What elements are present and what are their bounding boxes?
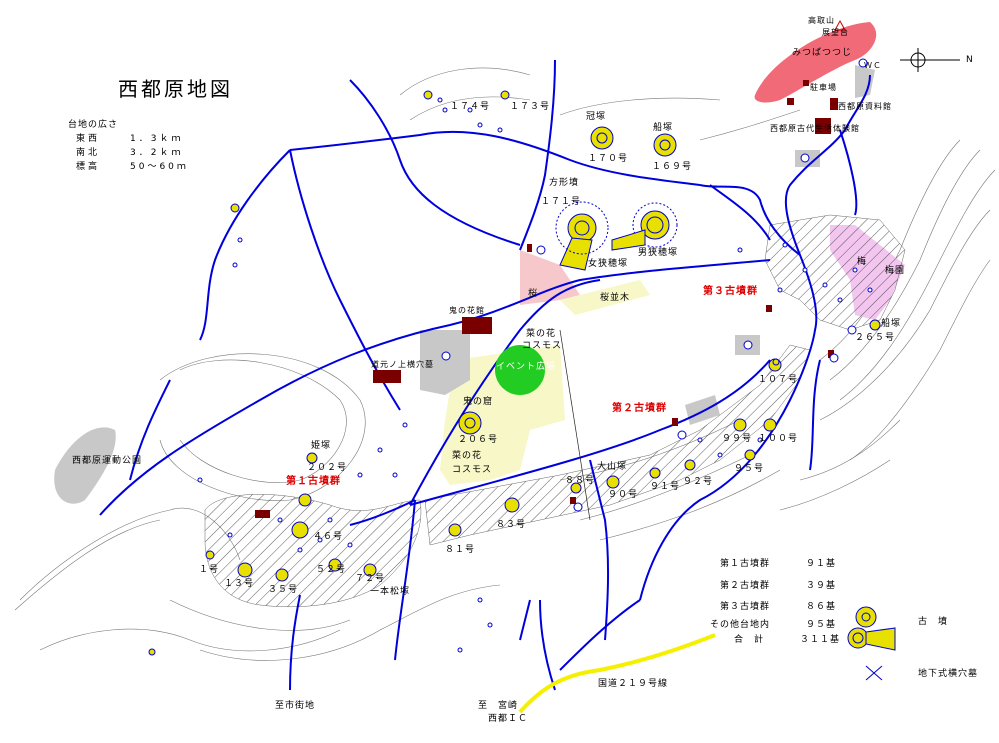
tomb-label: ８１号 xyxy=(445,545,476,555)
tomb-label: １７４号 xyxy=(450,102,491,112)
legend-count: ３９基 xyxy=(806,581,837,591)
sakura-namiki-label: 桜並木 xyxy=(600,293,631,303)
compass-north: N xyxy=(966,55,974,65)
nanohana-label: 菜の花 xyxy=(452,451,483,461)
tsutsuji-label: みつばつつじ xyxy=(792,48,853,58)
takatori-yama-label: 高取山 xyxy=(808,16,835,25)
area-row-label: 南北 xyxy=(76,148,101,158)
observatory-icon xyxy=(834,19,846,31)
sakura-label: 桜 xyxy=(528,289,539,299)
wc-label: ＷＣ xyxy=(864,61,882,70)
tomb-label: １号 xyxy=(199,565,220,575)
legend-label: 第１古墳群 xyxy=(720,559,771,569)
legend-label: その他台地内 xyxy=(710,620,771,630)
area-row-value: 1．3ｋｍ xyxy=(130,134,184,144)
tomb-label: ２６５号 xyxy=(855,333,896,343)
tomb-label: ９９号 xyxy=(722,434,753,444)
to-miyazaki-label: 至 宮崎 xyxy=(478,701,519,711)
tomb-label: ９０号 xyxy=(608,490,639,500)
tomb-label: １００号 xyxy=(758,434,799,444)
legend-yokoana-label: 地下式横穴墓 xyxy=(918,669,979,679)
undokoen-label: 西都原運動公園 xyxy=(72,456,143,466)
wc-markers xyxy=(441,58,868,512)
mitsuba-tsutsuji-area xyxy=(754,22,877,103)
tomb-label: 船塚 xyxy=(653,123,674,133)
ume-label: 梅 xyxy=(857,257,868,267)
tomb-label: 船塚 xyxy=(881,319,902,329)
cosmos-label: コスモス xyxy=(522,341,563,351)
oni-no-iwaya-label: 鬼の窟 xyxy=(463,397,494,407)
tomb-label: ８８号 xyxy=(565,476,596,486)
tomb-label: １７３号 xyxy=(510,102,551,112)
tomb-label: ９２号 xyxy=(683,477,714,487)
tomb-label: 方形墳 xyxy=(549,178,580,188)
cosmos-label: コスモス xyxy=(452,465,493,475)
tomb-label: １３号 xyxy=(224,579,255,589)
roads xyxy=(99,59,871,691)
group-1-label: 第１古墳群 xyxy=(286,476,341,487)
buildings xyxy=(255,80,838,518)
area-row-label: 標高 xyxy=(76,162,101,172)
tomb-label: 大山塚 xyxy=(597,462,628,472)
compass-icon xyxy=(900,48,960,72)
group-3-label: 第３古墳群 xyxy=(703,286,758,297)
national-route-219 xyxy=(518,633,716,714)
group-2-label: 第２古墳群 xyxy=(612,403,667,414)
legend-count: ９１基 xyxy=(806,559,837,569)
observatory-label: 展望台 xyxy=(822,28,849,37)
area-row-value: 50～60ｍ xyxy=(130,162,189,172)
oni-no-iwaya-number: ２０６号 xyxy=(458,435,499,445)
oni-no-hanakan-label: 鬼の花館 xyxy=(449,306,485,315)
area-heading: 台地の広さ xyxy=(68,120,119,130)
tomb-label: 一本松塚 xyxy=(370,587,411,597)
small-tomb-dots xyxy=(197,97,873,653)
legend-label: 合 計 xyxy=(734,635,765,645)
tomb-label: ７２号 xyxy=(355,574,386,584)
tomb-label: １７１号 xyxy=(541,197,582,207)
path-line xyxy=(559,329,591,521)
sakura-namiki-area xyxy=(560,280,650,315)
legend-count: ８６基 xyxy=(806,602,837,612)
map-title: 西都原地図 xyxy=(118,77,233,101)
legend-count: ３１１基 xyxy=(800,635,841,645)
tomb-label: ８３号 xyxy=(496,520,527,530)
tomb-label: ５２号 xyxy=(316,565,347,575)
tombs xyxy=(148,90,896,656)
area-row-label: 東西 xyxy=(76,134,101,144)
tomb-label: ９１号 xyxy=(650,482,681,492)
tomb-label: 男狭穂塚 xyxy=(638,248,679,258)
area-row-value: 3．2ｋｍ xyxy=(130,148,184,158)
event-plaza-circle xyxy=(495,345,545,395)
umezono-label: 梅園 xyxy=(885,266,906,276)
tomb-label: 女狭穂塚 xyxy=(588,259,629,269)
yokoana-site-label: 道元ノ上横穴墓 xyxy=(371,360,434,369)
parking-label: 駐車場 xyxy=(810,83,837,92)
shiryokan-label: 西都原資料館 xyxy=(838,102,892,111)
tomb-label: １７０号 xyxy=(588,154,629,164)
saito-ic-label: 西都ＩＣ xyxy=(488,714,529,724)
tomb-label: １６９号 xyxy=(652,162,693,172)
tomb-label: ４６号 xyxy=(313,532,344,542)
tomb-label: １０７号 xyxy=(758,375,799,385)
parking-lots xyxy=(54,65,875,504)
kofun-group-areas xyxy=(204,214,906,608)
tomb-label: ９５号 xyxy=(734,464,765,474)
event-plaza-label: イベント広場 xyxy=(496,362,557,372)
route219-label: 国道２１９号線 xyxy=(598,679,669,689)
to-city-label: 至市街地 xyxy=(275,701,316,711)
tomb-label: ２０２号 xyxy=(307,463,348,473)
nanohana-label: 菜の花 xyxy=(526,329,557,339)
yokoana-legend-symbol xyxy=(865,665,883,681)
tomb-label: ３５号 xyxy=(268,585,299,595)
legend-label: 第３古墳群 xyxy=(720,602,771,612)
legend-count: ９５基 xyxy=(806,620,837,630)
legend-kofun-label: 古 墳 xyxy=(918,617,949,627)
legend-label: 第２古墳群 xyxy=(720,581,771,591)
contour-lines xyxy=(14,67,996,661)
tomb-label: 冠塚 xyxy=(586,112,607,122)
museum-label: 西都原古代生活体験館 xyxy=(770,124,860,133)
tomb-label: 姫塚 xyxy=(311,441,332,451)
